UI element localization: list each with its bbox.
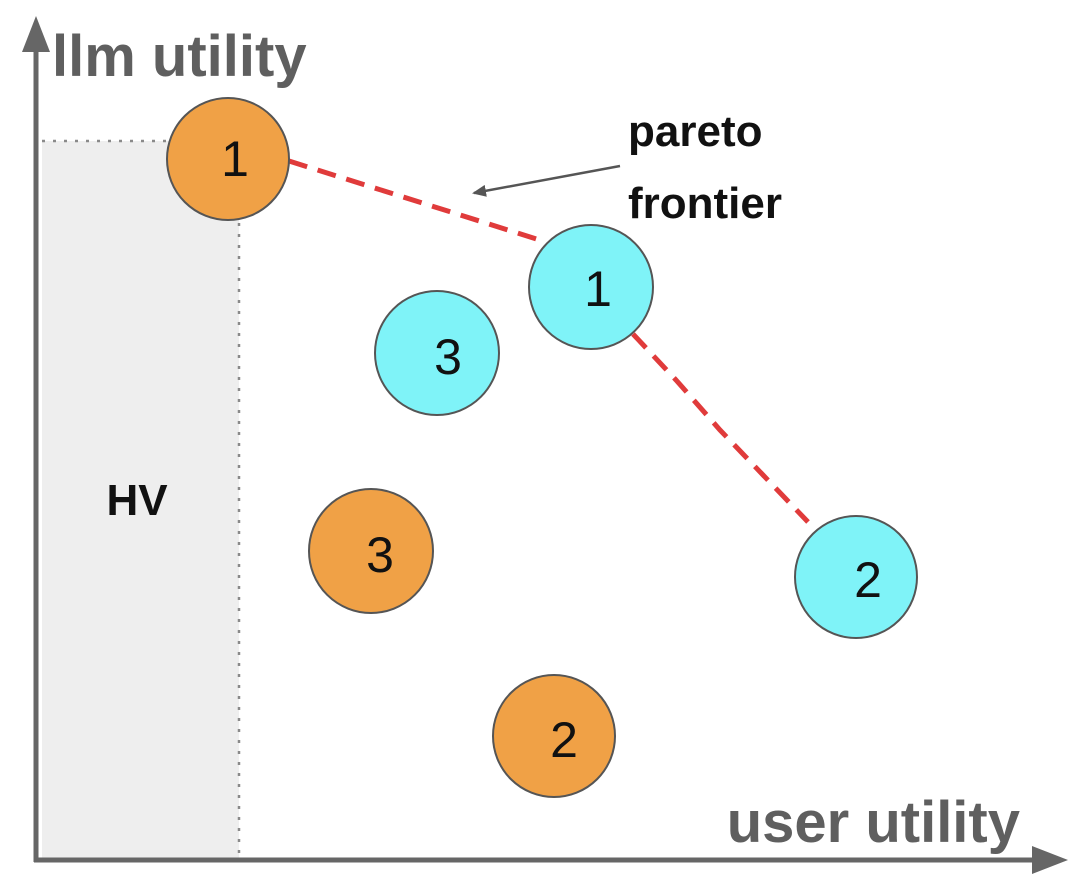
- point-orange-2: 2: [492, 674, 616, 798]
- point-cyan-3: 3: [374, 290, 500, 416]
- point-cyan-2-label: 2: [854, 552, 882, 608]
- point-cyan-1-circle: [528, 224, 654, 350]
- point-orange-2-circle: [492, 674, 616, 798]
- point-cyan-3-label: 3: [434, 329, 462, 385]
- hv-label: HV: [106, 476, 168, 525]
- y-axis-arrowhead: [22, 16, 50, 52]
- point-cyan-1-label: 1: [584, 261, 612, 317]
- point-cyan-1: 1: [528, 224, 654, 350]
- point-orange-1-circle: [166, 97, 290, 221]
- pareto-frontier-annotation-line2: frontier: [628, 179, 782, 228]
- y-axis-label: llm utility: [52, 24, 307, 89]
- point-cyan-2: 2: [794, 515, 918, 639]
- x-axis-arrowhead: [1032, 846, 1068, 874]
- point-orange-3-circle: [308, 488, 434, 614]
- point-orange-1: 1: [166, 97, 290, 221]
- pareto-frontier-line: [288, 158, 810, 524]
- pareto-frontier-annotation-line1: pareto: [628, 107, 762, 156]
- point-orange-3-label: 3: [366, 527, 394, 583]
- point-orange-1-label: 1: [221, 131, 249, 187]
- hv-region: [42, 141, 239, 858]
- point-orange-3: 3: [308, 488, 434, 614]
- x-axis-label: user utility: [727, 790, 1020, 855]
- point-cyan-2-circle: [794, 515, 918, 639]
- point-cyan-3-circle: [374, 290, 500, 416]
- point-orange-2-label: 2: [550, 712, 578, 768]
- pareto-frontier-pointer-arrow: [472, 164, 621, 197]
